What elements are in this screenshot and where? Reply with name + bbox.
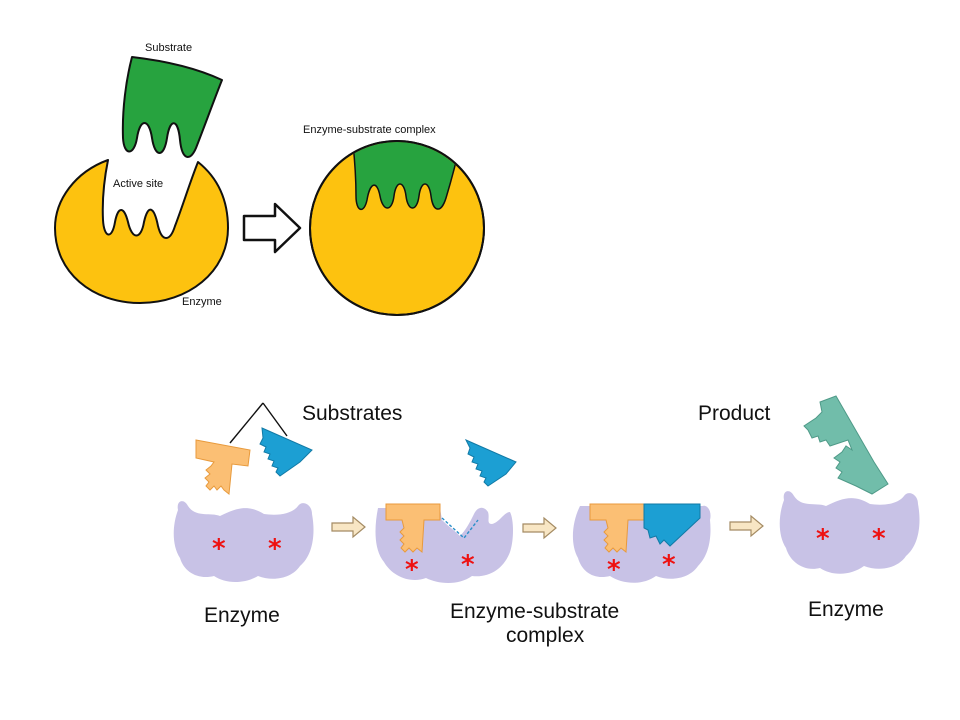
complex-label-line2: complex [506,624,585,647]
active-site-star-2a: * [405,555,419,585]
blue-substrate-free [259,427,313,477]
active-site-star-4b: * [872,524,886,554]
substrates-label: Substrates [302,402,402,425]
blue-substrate-bound-3 [643,503,701,547]
hollow-right-arrow-icon [242,202,302,254]
orange-substrate-free [195,439,251,495]
substrate-shape [121,56,223,158]
active-site-star-1b: * [268,534,282,564]
enzyme-label-top: Enzyme [182,296,222,308]
enzyme-1-body [173,501,314,582]
small-right-arrow-icon-2 [522,516,557,540]
enzyme-4-body [779,491,920,574]
orange-substrate-bound [385,503,441,553]
substrates-bracket [229,402,288,444]
enzyme-label-2: Enzyme [808,598,884,621]
active-site-star-2b: * [461,550,475,580]
complex-label-top: Enzyme-substrate complex [303,124,436,136]
orange-substrate-bound-3 [589,503,645,553]
product-label: Product [698,402,771,425]
complex-label-line1: Enzyme-substrate [450,600,619,623]
bound-substrate [351,142,463,210]
product-shape [803,395,889,495]
active-site-star-3b: * [662,550,676,580]
active-site-star-4a: * [816,524,830,554]
blue-substrate-approaching [464,438,517,487]
enzyme-with-active-site [54,159,229,304]
active-site-star-3a: * [607,555,621,585]
enzyme-label-1: Enzyme [204,604,280,627]
active-site-label: Active site [113,178,163,190]
small-right-arrow-icon [331,515,366,539]
active-site-star-1a: * [212,534,226,564]
substrate-label: Substrate [145,42,192,54]
small-right-arrow-icon-3 [729,514,764,538]
